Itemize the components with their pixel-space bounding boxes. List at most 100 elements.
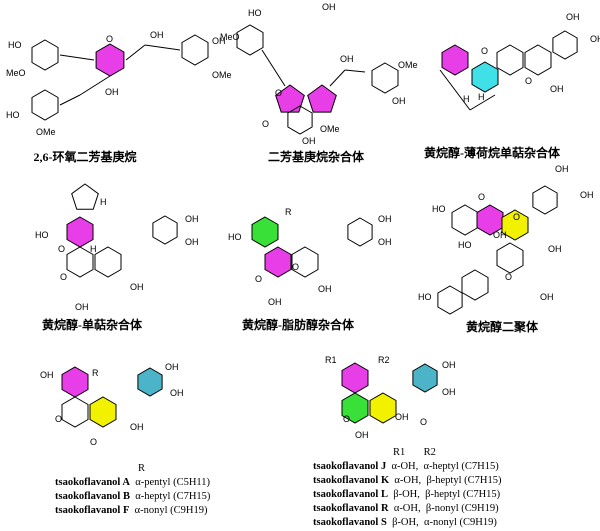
caption-flavanol-fatty-alcohol-hybrid: 黄烷醇-脂肪醇杂合体 — [242, 318, 354, 332]
ring — [369, 392, 397, 424]
atom-label: OH — [40, 370, 54, 380]
atom-label: H — [90, 244, 97, 254]
atom-label: OH — [378, 237, 392, 247]
ring — [181, 34, 209, 66]
atom-label: R — [92, 368, 99, 378]
atom-label: O — [55, 414, 62, 424]
atom-label: OH — [493, 230, 507, 240]
bond — [125, 44, 146, 61]
atom-label: OMe — [212, 70, 232, 80]
atom-label: O — [255, 274, 262, 284]
atom-label: R1 — [325, 355, 337, 365]
atom-label: OH — [268, 297, 282, 307]
atom-label: OH — [580, 190, 594, 200]
atom-label: OMe — [36, 127, 56, 137]
atom-label: OH — [442, 387, 456, 397]
atom-label: R — [285, 207, 292, 217]
ring — [152, 215, 178, 245]
bond — [144, 44, 181, 51]
bond — [59, 94, 81, 106]
pyran-ring — [95, 43, 125, 77]
atom-label: R2 — [378, 355, 390, 365]
atom-label: O — [90, 437, 97, 447]
ring — [31, 39, 59, 71]
atom-label: OH — [75, 302, 89, 312]
atom-label: O — [58, 244, 65, 254]
table-row: tsaokoflavanol S β-OH, α-nonyl (C9H19) — [313, 517, 497, 528]
caption-flavanol-monoterpene-hybrid: 黄烷醇-单萜杂合体 — [42, 318, 142, 332]
five-membered-ring — [71, 183, 99, 210]
right-compound-table: R1 R2 tsaokoflavanol J α-OH, α-heptyl (C… — [313, 446, 501, 530]
ring — [264, 246, 292, 278]
atom-label: OH — [150, 30, 164, 40]
table-row: tsaokoflavanol A α-pentyl (C5H11) — [55, 477, 211, 488]
atom-label: HO — [418, 292, 432, 302]
ring — [341, 362, 369, 394]
atom-label: OH — [442, 360, 456, 370]
atom-label: OH — [378, 214, 392, 224]
atom-label: OH — [105, 87, 119, 97]
atom-label: O — [60, 272, 67, 282]
r-headers: R1 R2 — [393, 447, 436, 458]
atom-label: HO — [432, 204, 446, 214]
ring — [31, 89, 59, 121]
ring — [471, 61, 499, 93]
atom-label: HO — [35, 230, 49, 240]
ring — [532, 185, 558, 215]
bond — [469, 94, 496, 111]
atom-label: OH — [130, 422, 144, 432]
atom-label: O — [343, 414, 350, 424]
atom-label: OH — [340, 54, 354, 64]
ring — [291, 246, 319, 278]
atom-label: OH — [322, 2, 336, 12]
left-compound-table: R tsaokoflavanol A α-pentyl (C5H11) tsao… — [55, 462, 210, 518]
atom-label: HO — [8, 40, 22, 50]
ring — [66, 246, 94, 278]
atom-label: OMe — [320, 124, 340, 134]
atom-label: HO — [248, 8, 262, 18]
ring — [287, 105, 313, 135]
table-row: tsaokoflavanol K α-OH, β-heptyl (C7H15) — [313, 475, 502, 486]
atom-label: OMe — [398, 60, 418, 70]
caption-flavanol-menthane-hybrid: 黄烷醇-薄荷烷单萜杂合体 — [424, 146, 560, 160]
atom-label: OH — [550, 84, 564, 94]
atom-label: O — [262, 119, 269, 129]
ring — [451, 204, 479, 236]
ring — [66, 216, 94, 248]
atom-label: O — [481, 46, 488, 56]
atom-label: OH — [165, 362, 179, 372]
atom-label: MeO — [6, 68, 26, 78]
bond — [261, 49, 286, 87]
atom-label: O — [513, 212, 520, 222]
atom-label: OH — [548, 244, 562, 254]
ring — [347, 217, 373, 247]
table-row: tsaokoflavanol J α-OH, α-heptyl (C7H15) — [313, 461, 499, 472]
atom-label: OH — [185, 214, 199, 224]
atom-label: O — [478, 192, 485, 202]
ring — [496, 44, 524, 76]
ring — [501, 209, 529, 241]
table-row: tsaokoflavanol B α-heptyl (C7H15) — [55, 491, 211, 502]
table-row: tsaokoflavanol L β-OH, β-heptyl (C7H15) — [313, 489, 501, 500]
ring — [476, 204, 504, 236]
ring — [524, 44, 552, 76]
atom-label: H — [478, 92, 485, 102]
atom-label: OH — [395, 412, 409, 422]
atom-label: MeO — [220, 32, 240, 42]
ring — [61, 366, 89, 398]
bond — [59, 54, 95, 61]
atom-label: OH — [392, 96, 406, 106]
atom-label: OH — [540, 292, 554, 302]
ring — [371, 62, 399, 94]
table-row: tsaokoflavanol R α-OH, β-nonyl (C9H19) — [313, 503, 499, 514]
bond — [329, 69, 346, 87]
atom-label: OH — [555, 164, 569, 174]
atom-label: OH — [212, 36, 226, 46]
ring — [89, 396, 117, 428]
atom-label: OH — [185, 237, 199, 247]
atom-label: O — [505, 272, 512, 282]
atom-label: H — [100, 197, 107, 207]
atom-label: O — [420, 417, 427, 427]
